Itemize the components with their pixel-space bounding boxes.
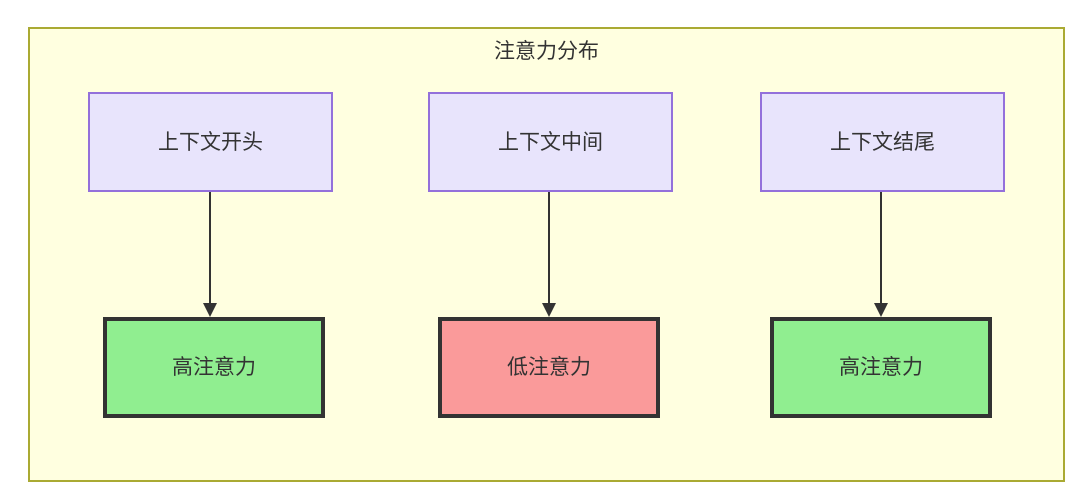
node-label: 低注意力 [507, 356, 591, 379]
node-context-middle[interactable]: 上下文中间 [428, 92, 673, 192]
node-label: 高注意力 [839, 356, 923, 379]
node-context-start[interactable]: 上下文开头 [88, 92, 333, 192]
diagram-title: 注意力分布 [494, 40, 599, 63]
arrow-context-start-to-high [203, 192, 217, 317]
arrow-context-middle-to-low [542, 192, 556, 317]
node-label: 上下文中间 [498, 130, 603, 154]
node-label: 上下文结尾 [830, 130, 935, 154]
node-high-attention-start[interactable]: 高注意力 [103, 317, 325, 418]
node-label: 高注意力 [172, 356, 256, 379]
node-high-attention-end[interactable]: 高注意力 [770, 317, 992, 418]
node-low-attention-middle[interactable]: 低注意力 [438, 317, 660, 418]
arrow-context-end-to-high [874, 192, 888, 317]
node-label: 上下文开头 [158, 130, 263, 154]
node-context-end[interactable]: 上下文结尾 [760, 92, 1005, 192]
